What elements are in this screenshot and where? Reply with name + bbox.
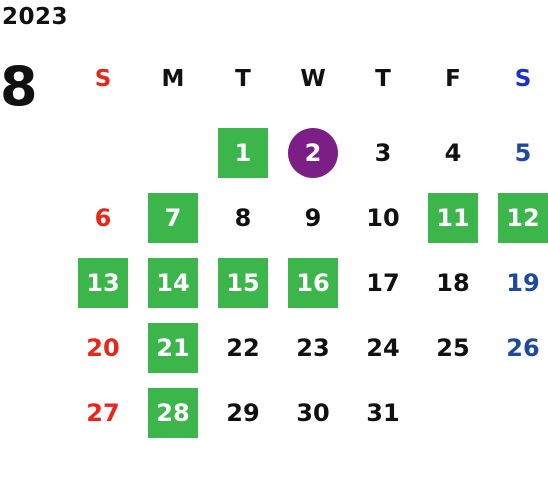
day-cell xyxy=(138,120,208,185)
day-cell: 26 xyxy=(488,315,548,380)
day-number[interactable]: 3 xyxy=(374,138,392,167)
weekday-wednesday: W xyxy=(300,66,326,92)
day-number[interactable]: 24 xyxy=(366,333,400,362)
day-cell: 20 xyxy=(68,315,138,380)
day-number[interactable]: 6 xyxy=(94,203,112,232)
day-number[interactable]: 19 xyxy=(506,268,540,297)
day-cell: 22 xyxy=(208,315,278,380)
day-cell xyxy=(418,380,488,445)
day-number[interactable]: 10 xyxy=(366,203,400,232)
day-highlighted[interactable]: 7 xyxy=(148,192,198,243)
day-number[interactable]: 31 xyxy=(366,398,400,427)
weekday-thursday: T xyxy=(375,66,391,92)
day-number[interactable]: 23 xyxy=(296,333,330,362)
day-cell: 9 xyxy=(278,185,348,250)
day-cell: 31 xyxy=(348,380,418,445)
day-highlighted[interactable]: 12 xyxy=(498,192,548,243)
weekday-friday: F xyxy=(445,66,461,92)
day-cell: 6 xyxy=(68,185,138,250)
day-cell: 1 xyxy=(208,120,278,185)
day-cell: 24 xyxy=(348,315,418,380)
day-number[interactable]: 26 xyxy=(506,333,540,362)
day-highlighted[interactable]: 1 xyxy=(218,127,268,178)
day-cell: 21 xyxy=(138,315,208,380)
day-cell: 2 xyxy=(278,120,348,185)
day-cell: 3 xyxy=(348,120,418,185)
day-highlighted[interactable]: 15 xyxy=(218,257,268,308)
weekday-tuesday: T xyxy=(235,66,251,92)
day-cell xyxy=(488,380,548,445)
day-cell: 15 xyxy=(208,250,278,315)
day-cell: 13 xyxy=(68,250,138,315)
day-cell: 17 xyxy=(348,250,418,315)
day-highlighted[interactable]: 28 xyxy=(148,387,198,438)
day-cell: 29 xyxy=(208,380,278,445)
day-number[interactable]: 25 xyxy=(436,333,470,362)
day-number[interactable]: 20 xyxy=(86,333,120,362)
day-cell: 28 xyxy=(138,380,208,445)
weekday-header: S M T W T F S xyxy=(68,66,548,92)
day-highlighted[interactable]: 11 xyxy=(428,192,478,243)
day-cell: 18 xyxy=(418,250,488,315)
day-number[interactable]: 30 xyxy=(296,398,330,427)
day-cell xyxy=(68,120,138,185)
day-cell: 25 xyxy=(418,315,488,380)
calendar-month: 8 xyxy=(0,55,38,118)
day-number[interactable]: 4 xyxy=(444,138,462,167)
day-highlighted[interactable]: 13 xyxy=(78,257,128,308)
day-number[interactable]: 5 xyxy=(514,138,532,167)
day-cell: 5 xyxy=(488,120,548,185)
day-number[interactable]: 8 xyxy=(234,203,252,232)
weekday-saturday: S xyxy=(514,66,532,92)
day-cell: 11 xyxy=(418,185,488,250)
weekday-sunday: S xyxy=(94,66,112,92)
day-today[interactable]: 2 xyxy=(288,127,338,178)
day-highlighted[interactable]: 21 xyxy=(148,322,198,373)
day-number[interactable]: 9 xyxy=(304,203,322,232)
day-number[interactable]: 18 xyxy=(436,268,470,297)
calendar-year: 2023 xyxy=(2,4,69,30)
day-cell: 23 xyxy=(278,315,348,380)
day-number[interactable]: 29 xyxy=(226,398,260,427)
day-cell: 16 xyxy=(278,250,348,315)
day-number[interactable]: 27 xyxy=(86,398,120,427)
day-cell: 7 xyxy=(138,185,208,250)
day-number[interactable]: 22 xyxy=(226,333,260,362)
day-highlighted[interactable]: 14 xyxy=(148,257,198,308)
day-cell: 10 xyxy=(348,185,418,250)
day-cell: 19 xyxy=(488,250,548,315)
day-cell: 14 xyxy=(138,250,208,315)
weekday-monday: M xyxy=(161,66,185,92)
day-cell: 4 xyxy=(418,120,488,185)
day-cell: 12 xyxy=(488,185,548,250)
day-cell: 27 xyxy=(68,380,138,445)
day-cell: 8 xyxy=(208,185,278,250)
day-highlighted[interactable]: 16 xyxy=(288,257,338,308)
day-cell: 30 xyxy=(278,380,348,445)
day-number[interactable]: 17 xyxy=(366,268,400,297)
